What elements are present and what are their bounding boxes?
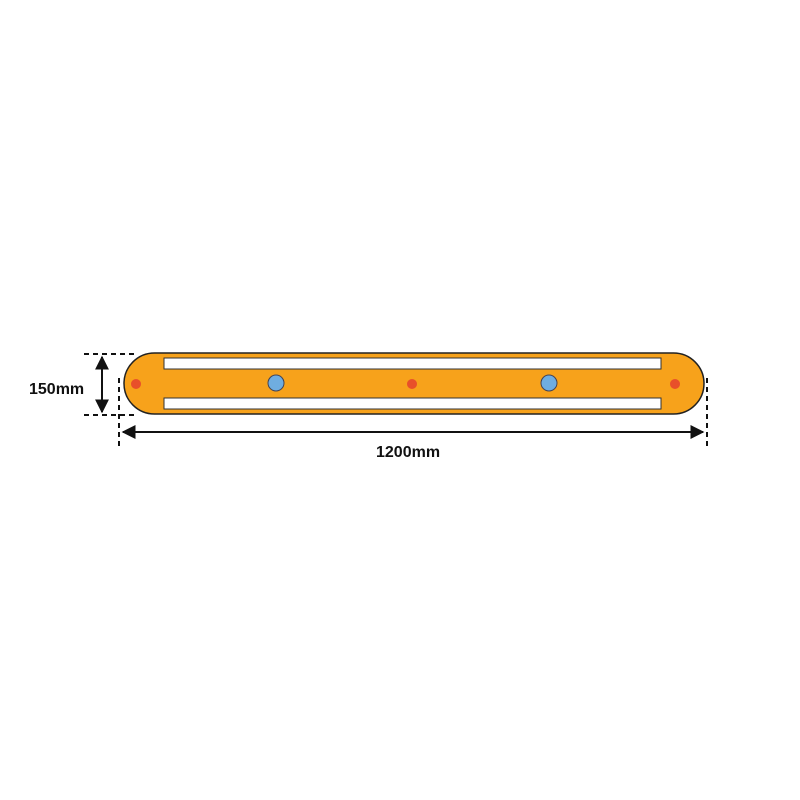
mounting-hole-blue — [267, 374, 285, 392]
reflector-slot-bottom — [163, 397, 662, 410]
bolt-hole-red — [131, 379, 141, 389]
reflector-slot-top — [163, 357, 662, 370]
height-label: 150mm — [29, 381, 85, 398]
length-label: 1200mm — [376, 444, 441, 461]
mounting-hole-blue — [540, 374, 558, 392]
bolt-hole-red — [407, 379, 417, 389]
bolt-hole-red — [670, 379, 680, 389]
